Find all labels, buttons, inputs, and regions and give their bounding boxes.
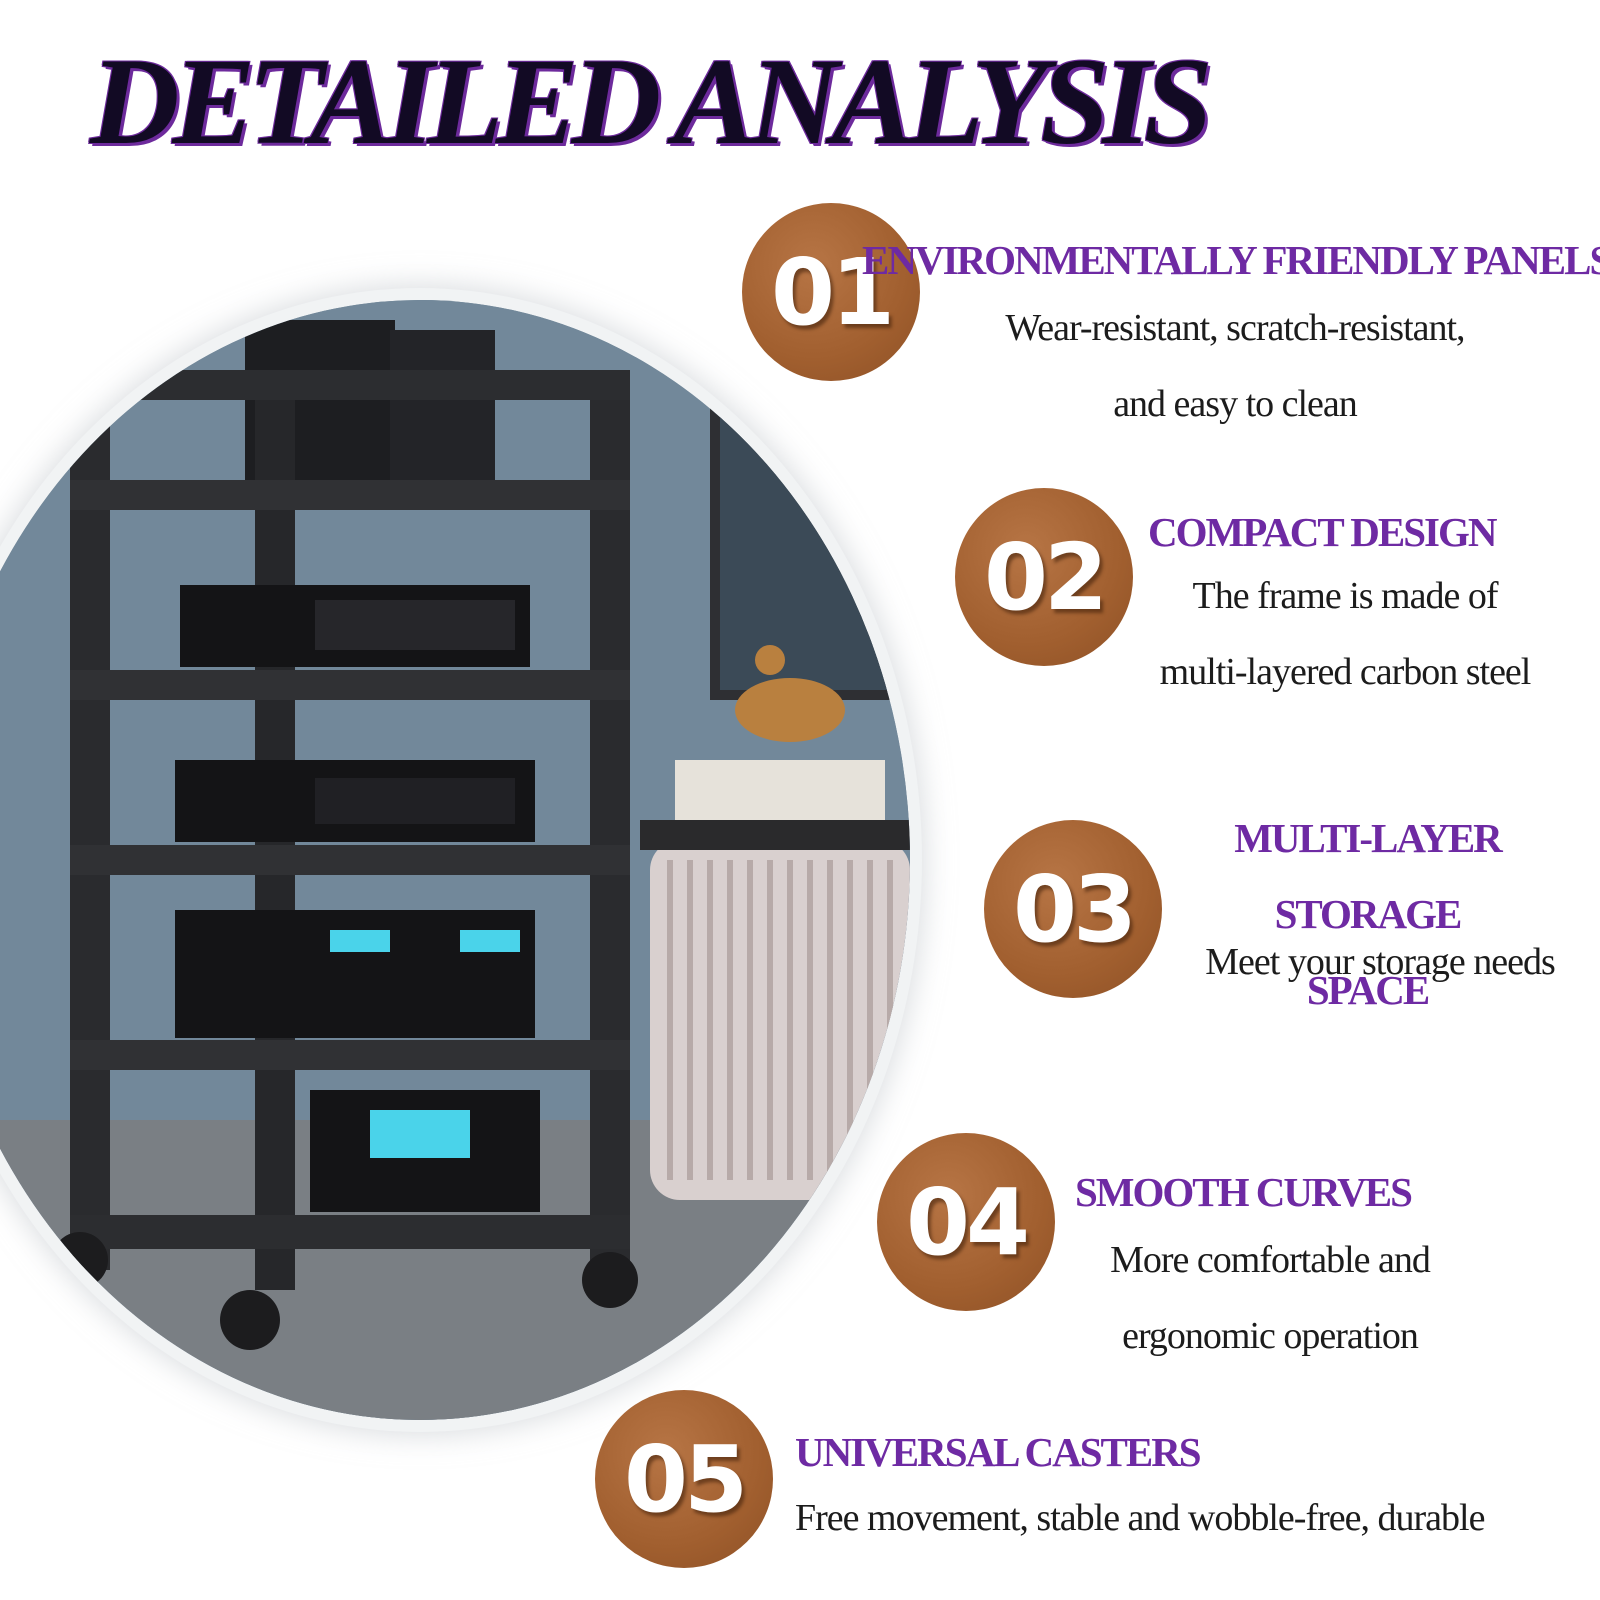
badge-03: 03 xyxy=(984,820,1162,998)
product-photo xyxy=(0,300,910,1420)
badge-02: 02 xyxy=(955,488,1133,666)
audio-rack-illustration xyxy=(0,300,910,1420)
feature-desc-02: The frame is made of multi-layered carbo… xyxy=(1159,575,1532,693)
feature-desc-03: Meet your storage needs xyxy=(1205,941,1556,983)
feature-title-05: UNIVERSAL CASTERS xyxy=(795,1429,1202,1475)
feature-desc-01: Wear-resistant, scratch-resistant, and e… xyxy=(1005,307,1465,425)
feature-title-03: MULTI-LAYER STORAGE SPACE xyxy=(1234,815,1503,1013)
feature-title-01: ENVIRONMENTALLY FRIENDLY PANELS xyxy=(862,237,1600,283)
feature-title-02: COMPACT DESIGN xyxy=(1148,509,1497,555)
feature-title-04: SMOOTH CURVES xyxy=(1075,1169,1413,1215)
badge-04: 04 xyxy=(877,1133,1055,1311)
badge-01: 01 xyxy=(742,203,920,381)
badge-05: 05 xyxy=(595,1390,773,1568)
page-title: DETAILED ANALYSIS xyxy=(90,33,1213,170)
feature-desc-04: More comfortable and ergonomic operation xyxy=(1110,1239,1431,1357)
feature-desc-05: Free movement, stable and wobble-free, d… xyxy=(795,1497,1485,1539)
